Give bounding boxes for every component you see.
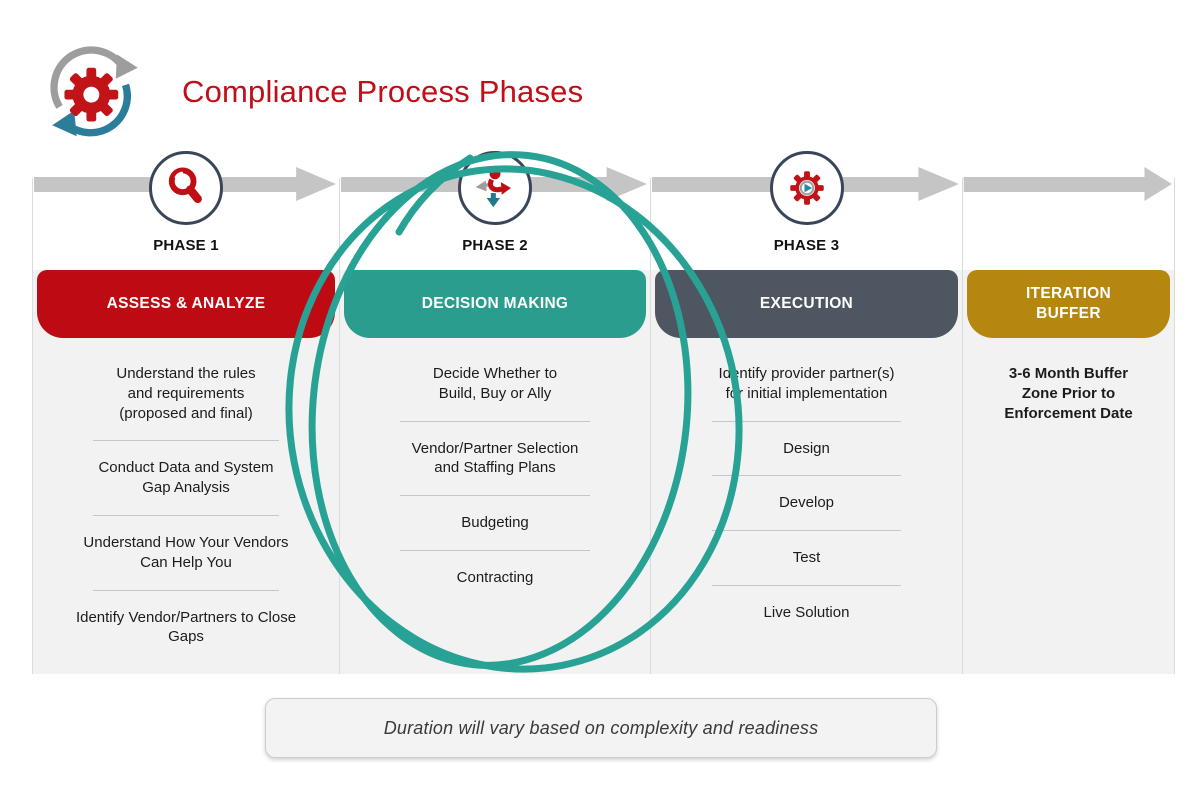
phase-label: PHASE 1 [153,237,219,254]
phase-item: Decide Whether to Build, Buy or Ally [432,365,558,402]
right-arrow-icon [963,167,1172,201]
phase-column: ITERATION BUFFER 3-6 Month Buffer Zone P… [962,167,1175,674]
phase-items: Identify provider partner(s) for initial… [651,338,962,623]
item-separator [711,475,902,477]
phase-item: Test [792,549,821,567]
phase-item: Understand the rules and requirements (p… [116,365,256,422]
phase-item: Live Solution [763,603,850,621]
phase-item: Contracting [456,568,534,586]
item-separator [711,420,902,422]
item-separator [92,589,280,591]
page-title: Compliance Process Phases [182,74,584,109]
item-separator [400,495,590,497]
phase-item: Vendor/Partner Selection and Staffing Pl… [411,439,579,477]
item-separator [92,514,280,516]
gear-cycle-logo-icon [50,46,138,137]
phase-item: Identify provider partner(s) for initial… [718,365,895,402]
duration-note-box: Duration will vary based on complexity a… [265,698,937,758]
phase-body: DECISION MAKING Decide Whether to Build,… [340,270,650,674]
phase-body: ASSESS & ANALYZE Understand the rules an… [33,270,339,674]
phase-column: PHASE 3 EXECUTION Identify provider part… [650,151,962,674]
phase-icon-circle [458,151,532,225]
phase-label: PHASE 2 [462,237,528,254]
gear-play-icon [789,171,824,205]
item-separator [400,549,590,551]
phase-pill: ASSESS & ANALYZE [37,270,335,338]
phase-items: Understand the rules and requirements (p… [33,338,339,647]
phase-icon-circle [149,151,223,225]
phase-icon-circle [769,151,844,225]
phase-item: Conduct Data and System Gap Analysis [98,459,274,497]
item-separator [400,420,590,422]
phase-item: Budgeting [461,514,529,532]
phase-body: ITERATION BUFFER 3-6 Month Buffer Zone P… [963,270,1174,674]
phase-item: Understand How Your Vendors Can Help You [83,533,289,571]
duration-note-text: Duration will vary based on complexity a… [383,717,819,738]
phase-item: Identify Vendor/Partners to Close Gaps [75,608,297,646]
phase-pill: ITERATION BUFFER [967,270,1170,338]
phase-item: Develop [778,494,835,512]
magnifier-icon [168,167,202,204]
item-separator [92,440,280,442]
item-separator [711,584,902,586]
phase-item: Design [783,439,830,457]
phase-body: EXECUTION Identify provider partner(s) f… [651,270,962,674]
item-separator [711,530,902,532]
phase-column: PHASE 1 ASSESS & ANALYZE Understand the … [32,151,339,674]
phase-label: PHASE 3 [773,237,840,254]
phase-pill: EXECUTION [655,270,958,338]
decision-arrows-icon [475,168,511,208]
phase-pill: DECISION MAKING [344,270,646,338]
phase-item: 3-6 Month Buffer Zone Prior to Enforceme… [1004,365,1133,422]
phase-column: PHASE 2 DECISION MAKING Decide Whether t… [339,151,650,674]
phase-items: 3-6 Month Buffer Zone Prior to Enforceme… [963,338,1174,423]
